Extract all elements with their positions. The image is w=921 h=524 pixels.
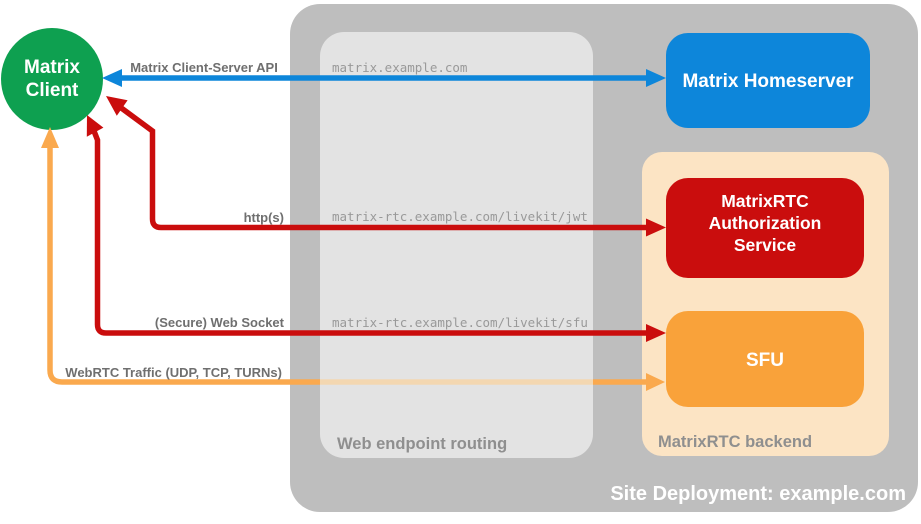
matrixrtc-auth-service-node: [666, 178, 864, 278]
matrix-homeserver-label: Matrix Homeserver: [682, 71, 854, 92]
matrixrtc-backend-label: MatrixRTC backend: [658, 433, 812, 451]
webrtc-traffic-label: WebRTC Traffic (UDP, TCP, TURNs): [65, 365, 282, 380]
client-server-api-arrow: [102, 69, 666, 87]
https-jwt-arrow: [106, 96, 666, 237]
matrix-homeserver-node: [666, 33, 870, 128]
web-endpoint-routing-label: Web endpoint routing: [337, 435, 507, 453]
sfu-node: [666, 311, 864, 407]
endpoint-sfu-url: matrix-rtc.example.com/livekit/sfu: [332, 315, 588, 330]
matrix-client-label-line1: Matrix: [24, 57, 80, 78]
endpoint-homeserver-url: matrix.example.com: [332, 60, 467, 75]
sfu-label: SFU: [746, 350, 784, 371]
arrowhead-up-icon: [41, 127, 59, 148]
websocket-sfu-arrow: [86, 115, 666, 342]
client-server-api-label: Matrix Client-Server API: [130, 60, 278, 75]
https-label: http(s): [244, 210, 284, 225]
arrowhead-right-icon: [646, 69, 666, 87]
matrix-client-node: [1, 28, 103, 130]
matrix-client-label-line2: Client: [26, 80, 79, 101]
web-endpoint-routing-box: [320, 32, 593, 458]
site-deployment-label: Site Deployment: example.com: [610, 483, 906, 505]
auth-service-label-line1: MatrixRTC: [721, 191, 809, 211]
arrowhead-right-icon: [646, 218, 666, 237]
webrtc-traffic-arrow: [41, 127, 665, 391]
auth-service-label-line2: Authorization: [709, 213, 822, 233]
arrowhead-left-icon: [102, 69, 122, 87]
arrowhead-upleft-icon: [106, 96, 128, 116]
arrowhead-right-icon: [646, 324, 666, 342]
websocket-label: (Secure) Web Socket: [155, 315, 285, 330]
arrowhead-right-icon: [646, 373, 665, 391]
endpoint-jwt-url: matrix-rtc.example.com/livekit/jwt: [332, 209, 588, 224]
arrowhead-upleft-icon: [86, 115, 104, 137]
auth-service-label-line3: Service: [734, 235, 797, 255]
